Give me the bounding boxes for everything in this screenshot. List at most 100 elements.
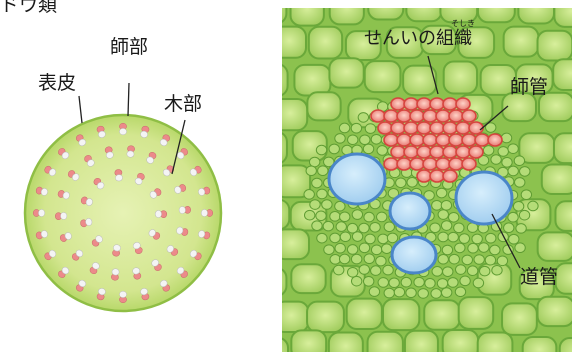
fiber-cell <box>330 233 340 243</box>
fiber-cell <box>309 157 319 167</box>
fiber-cell <box>438 232 448 242</box>
fiber-cell <box>363 277 373 287</box>
fiber-cell <box>486 233 496 243</box>
fiber-cell <box>407 177 417 187</box>
fiber-cell <box>310 200 320 210</box>
fiber-cell <box>317 233 327 243</box>
sieve-cell <box>430 122 444 134</box>
sieve-cell <box>469 122 483 134</box>
parenchyma-cell <box>329 58 363 87</box>
stem-disc <box>25 115 221 311</box>
fiber-cell <box>365 234 375 244</box>
parenchyma-cell <box>406 0 441 21</box>
fiber-cell <box>365 124 375 134</box>
sieve-cell <box>391 146 405 158</box>
fiber-cell <box>316 211 326 221</box>
parenchyma-cell <box>555 201 576 231</box>
fiber-cell <box>455 287 465 297</box>
parenchyma-cell <box>518 0 554 24</box>
parenchyma-cell <box>459 297 494 329</box>
fiber-cell <box>304 190 314 200</box>
fiber-cell <box>448 212 458 222</box>
sieve-cell <box>443 98 457 110</box>
vascular-bundle <box>119 291 126 303</box>
parenchyma-cell <box>330 0 364 24</box>
fiber-cell <box>317 189 327 199</box>
fiber-cell <box>432 267 442 277</box>
parenchyma-cell <box>443 330 478 352</box>
fiber-cell <box>312 221 322 231</box>
fiber-cell <box>364 254 374 264</box>
fiber-cell <box>347 267 357 277</box>
fiber-cell <box>352 210 362 220</box>
fiber-cell <box>364 212 374 222</box>
sieve-cell <box>423 110 437 122</box>
stem-cross-section <box>25 115 221 311</box>
sieve-cell <box>430 146 444 158</box>
fiber-cell <box>516 224 526 234</box>
fiber-cell <box>508 144 518 154</box>
sieve-cell <box>456 146 470 158</box>
fiber-cell <box>376 256 386 266</box>
label-vessel: 道管 <box>520 268 558 287</box>
fiber-cell <box>438 210 448 220</box>
fiber-cell <box>455 243 465 253</box>
vascular-bundle <box>55 212 67 220</box>
fiber-cell <box>351 254 361 264</box>
label-phloem: 師部 <box>110 38 148 57</box>
fiber-cell <box>406 288 416 298</box>
fiber-cell <box>304 210 314 220</box>
sieve-cell <box>456 122 470 134</box>
parenchyma-cell <box>272 27 306 58</box>
sieve-cell <box>475 134 489 146</box>
parenchyma-cell <box>368 0 403 20</box>
xylem-dot <box>60 212 67 220</box>
parenchyma-cell <box>347 299 382 329</box>
fiber-cell <box>441 288 451 298</box>
fiber-cell <box>515 178 525 188</box>
fiber-cell <box>501 133 511 143</box>
sieve-cell <box>404 122 418 134</box>
fiber-cell <box>474 255 484 265</box>
sieve-cell <box>410 110 424 122</box>
fiber-cell <box>438 254 448 264</box>
parenchyma-cell <box>253 0 286 23</box>
vascular-bundle <box>155 210 167 218</box>
fiber-cell <box>335 201 345 211</box>
fiber-cell <box>340 232 350 242</box>
parenchyma-cell <box>252 338 288 352</box>
sieve-cell <box>371 110 385 122</box>
label-epidermis: 表皮 <box>38 74 76 93</box>
fiber-cell <box>443 267 453 277</box>
fiber-cell <box>473 278 483 288</box>
parenchyma-cell <box>504 27 539 57</box>
vascular-bundle <box>179 206 191 214</box>
sieve-cell <box>430 170 444 182</box>
fiber-cell <box>336 222 346 232</box>
fiber-cell <box>396 178 406 188</box>
parenchyma-cell <box>560 338 576 352</box>
fiber-cell <box>449 254 459 264</box>
sieve-cell <box>462 158 476 170</box>
parenchyma-cell <box>253 132 287 164</box>
fiber-cell <box>387 233 397 243</box>
fiber-cell <box>418 289 428 299</box>
parenchyma-cell <box>523 337 557 352</box>
sieve-cell <box>423 134 437 146</box>
sieve-cell <box>462 134 476 146</box>
sieve-cell <box>417 170 431 182</box>
fiber-cell <box>448 232 458 242</box>
fiber-cell <box>340 212 350 222</box>
fiber-cell <box>509 234 519 244</box>
parenchyma-cell <box>274 302 308 332</box>
vascular-bundle <box>33 209 45 216</box>
sieve-cell <box>443 146 457 158</box>
parenchyma-cell <box>554 0 576 27</box>
fiber-cell <box>339 254 349 264</box>
parenchyma-cell <box>273 99 307 130</box>
fiber-cell <box>498 147 508 157</box>
parenchyma-cell <box>291 264 325 293</box>
parenchyma-cell <box>329 332 363 352</box>
parenchyma-cell <box>383 299 419 330</box>
